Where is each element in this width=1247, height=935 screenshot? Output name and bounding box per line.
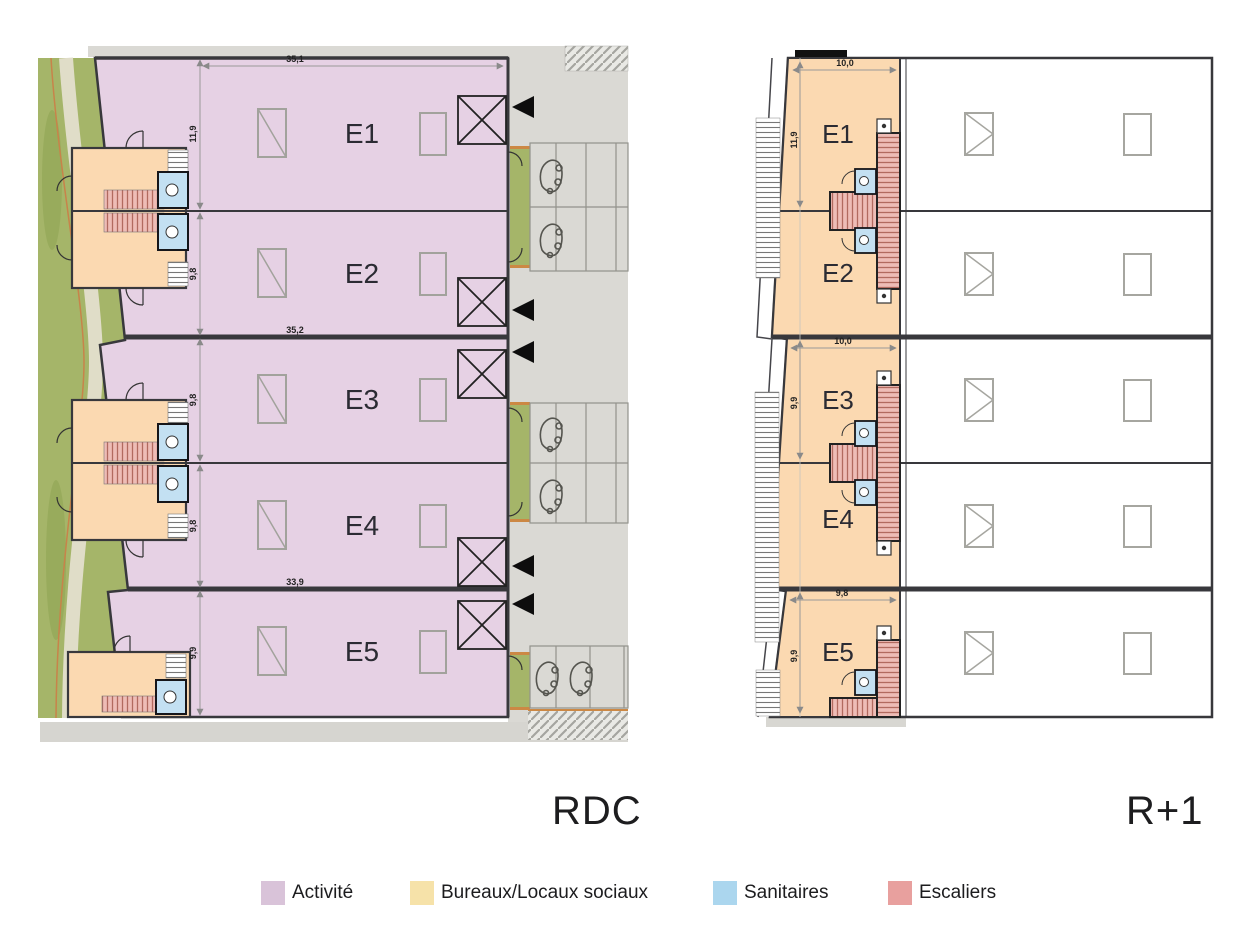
rdc-bottom-road [40,722,628,742]
legend-swatch-escaliers [888,881,912,905]
stairs [101,695,161,713]
legend-label-sanitaires: Sanitaires [744,882,829,903]
rdc-skylight-icons [257,108,447,676]
dim-label-rdc-e5: 9,9 [188,647,198,660]
rdc-dimensions: 35,1 35,2 33,9 11,9 9,8 9,8 9,8 9,9 [188,54,504,716]
dim-label-rdc-mid: 35,2 [286,325,304,335]
rdc-unit-label-e2: E2 [345,258,379,289]
legend-item-escaliers: Escaliers [888,880,996,906]
stairs [103,212,165,233]
rdc-dock-boxes [457,95,507,650]
stairs [103,441,165,462]
r1-stair-module-e1e2 [829,118,901,304]
legend: Activité Bureaux/Locaux sociaux Sanitair… [0,880,1247,912]
legend-label-escaliers: Escaliers [919,882,997,903]
dim-label-rdc-e4: 9,8 [188,520,198,533]
r1-unit-label-e2: E2 [822,258,854,288]
rdc-party-walls [95,56,510,717]
dim-label-r1-e1: 11,9 [789,131,799,148]
dim-label-r1-e5: 9,9 [789,650,799,663]
rdc-verges [507,146,530,710]
r1-top-wall-bar [795,50,847,57]
stairs [829,191,878,231]
rdc-access-arrow-icons [512,96,534,615]
legend-item-sanitaires: Sanitaires [713,880,829,906]
r1-sidewalk [766,717,906,727]
r1-title: R+1 [1126,789,1204,833]
rdc-unit-label-e4: E4 [345,510,379,541]
rdc-title: RDC [552,789,642,833]
rdc-office-module-e5 [66,635,192,719]
legend-swatch-activite [261,881,285,905]
rdc-unit-label-e3: E3 [345,384,379,415]
stairs [876,384,901,542]
r1-unit-label-e3: E3 [822,385,854,415]
dim-label-rdc-bot: 33,9 [286,577,304,587]
stairs [103,189,165,210]
stairs [103,464,165,485]
r1-dimensions: 10,0 10,0 9,8 11,9 9,9 9,9 [789,58,897,717]
legend-label-bureaux: Bureaux/Locaux sociaux [441,882,649,903]
r1-unit-label-e4: E4 [822,504,854,534]
dim-label-r1-e3: 9,9 [789,397,799,410]
dim-label-rdc-e3: 9,8 [188,394,198,407]
dim-label-rdc-e1: 11,9 [188,125,198,142]
r1-facade-hatch [754,117,781,717]
stairs [829,443,878,483]
rdc-plan: E1 E2 E3 E4 E5 [38,45,629,742]
door-arcs [507,151,523,671]
rdc-unit-label-e1: E1 [345,118,379,149]
legend-item-activite: Activité [261,880,353,906]
dim-label-r1-mid: 10,0 [834,336,852,346]
rdc-hatch-top [564,45,629,72]
rdc-office-module-e1e2 [56,130,189,306]
r1-unit-label-e5: E5 [822,637,854,667]
legend-swatch-bureaux [410,881,434,905]
rdc-top-band [88,46,508,57]
r1-unit-label-e1: E1 [822,119,854,149]
stairs [876,132,901,290]
legend-label-activite: Activité [292,882,354,903]
dim-label-r1-top: 10,0 [836,58,854,68]
r1-stair-module-e5 [829,625,901,718]
dim-label-rdc-top: 35,1 [286,54,304,64]
rdc-office-module-e3e4 [56,382,189,558]
r1-stair-module-e3e4 [829,370,901,556]
stairs [829,697,878,718]
rdc-hatch-bottom [528,709,628,740]
dim-label-r1-bot: 9,8 [836,588,849,598]
dim-label-rdc-e2: 9,8 [188,268,198,281]
r1-window-icons [964,112,1152,675]
legend-swatch-sanitaires [713,881,737,905]
rdc-unit-label-e5: E5 [345,636,379,667]
stairs [876,639,901,718]
legend-item-bureaux: Bureaux/Locaux sociaux [410,880,648,906]
r1-plan: E1 E2 E3 E4 E5 10,0 10,0 9,8 11,9 9,9 9,… [754,50,1214,727]
